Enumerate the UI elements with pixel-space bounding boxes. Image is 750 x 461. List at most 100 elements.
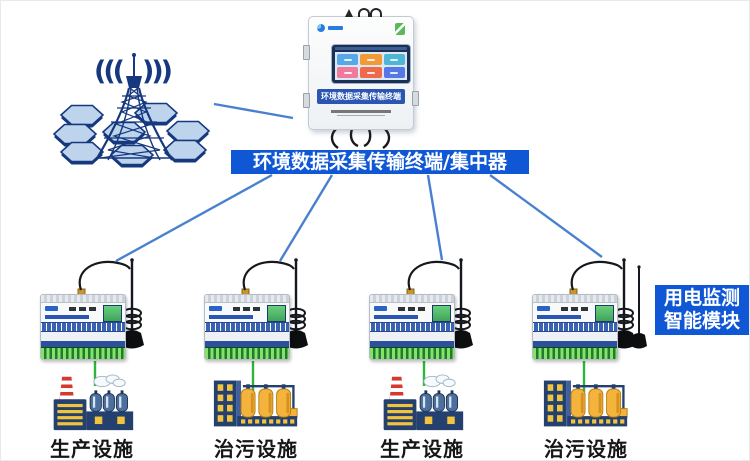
module-marking bbox=[79, 307, 86, 311]
module-label-band bbox=[205, 341, 289, 347]
screen-tile-grid bbox=[335, 52, 407, 80]
company-text-placeholder bbox=[337, 114, 385, 116]
facility-production-2: 生产设施 bbox=[368, 374, 476, 461]
power-module-4 bbox=[532, 256, 648, 360]
logo-text-placeholder bbox=[328, 26, 343, 30]
module-to-facility-lines bbox=[93, 361, 586, 392]
module-label-band bbox=[533, 341, 617, 347]
module-label-band bbox=[41, 341, 125, 347]
mount-bracket bbox=[412, 91, 419, 106]
module-mid-band bbox=[370, 332, 454, 341]
antenna-icon bbox=[406, 258, 473, 349]
signal-tower: ((( ))) bbox=[50, 40, 222, 172]
module-face bbox=[41, 303, 125, 322]
module-mid-band bbox=[205, 332, 289, 341]
module-face bbox=[205, 303, 289, 322]
module-marking bbox=[561, 307, 568, 311]
treatment-plant-icon bbox=[213, 380, 298, 427]
side-label: 用电监测 智能模块 bbox=[655, 285, 749, 335]
label-to-module-lines bbox=[115, 173, 603, 263]
device-cables bbox=[330, 128, 391, 149]
company-text-placeholder bbox=[331, 110, 391, 113]
module-body bbox=[204, 294, 290, 360]
power-module-3 bbox=[369, 256, 485, 360]
module-marking bbox=[89, 307, 96, 311]
factory-icon bbox=[53, 374, 134, 431]
module-label-band bbox=[370, 341, 454, 347]
screen-statusbar bbox=[335, 47, 407, 50]
module-screen bbox=[267, 305, 286, 322]
module-ridge bbox=[205, 295, 289, 303]
module-logo bbox=[537, 306, 550, 311]
brand-logo bbox=[317, 24, 343, 32]
antenna-stub-icon bbox=[358, 8, 370, 17]
module-face bbox=[370, 303, 454, 322]
module-indicator-row bbox=[41, 322, 125, 332]
module-indicator-row bbox=[370, 322, 454, 332]
module-marking bbox=[233, 307, 240, 311]
second-antenna-icon bbox=[631, 265, 647, 349]
module-mid-band bbox=[41, 332, 125, 341]
module-marking bbox=[571, 307, 578, 311]
module-text-placeholder bbox=[374, 315, 418, 319]
module-mid-band bbox=[533, 332, 617, 341]
antenna-icon bbox=[569, 258, 647, 349]
side-label-line2: 智能模块 bbox=[663, 310, 740, 332]
module-ridge bbox=[370, 295, 454, 303]
module-body bbox=[369, 294, 455, 360]
module-screen bbox=[432, 305, 451, 322]
svg-text:(((: ((( bbox=[94, 56, 124, 87]
module-terminal-strip bbox=[41, 347, 125, 359]
module-logo bbox=[45, 306, 58, 311]
module-marking bbox=[69, 307, 76, 311]
screen-tile bbox=[383, 54, 405, 65]
module-terminal-strip bbox=[205, 347, 289, 359]
facility-label: 生产设施 bbox=[50, 437, 134, 461]
module-screen bbox=[103, 305, 122, 322]
module-body bbox=[532, 294, 618, 360]
antenna-icon bbox=[241, 258, 308, 349]
power-module-1 bbox=[40, 256, 156, 360]
antenna-icon bbox=[77, 258, 144, 349]
facility-treatment-2: 治污设施 bbox=[532, 374, 640, 461]
module-marking bbox=[581, 307, 588, 311]
module-terminal-strip bbox=[533, 347, 617, 359]
factory-icon bbox=[383, 374, 464, 431]
module-indicator-row bbox=[205, 322, 289, 332]
screen-tile bbox=[360, 67, 382, 78]
svg-text:))): ))) bbox=[142, 56, 172, 87]
facility-label: 生产设施 bbox=[380, 437, 464, 461]
antenna-stub-icon bbox=[345, 9, 353, 17]
module-marking bbox=[253, 307, 260, 311]
module-marking bbox=[418, 307, 425, 311]
module-screen bbox=[595, 305, 614, 322]
roof-tanks-icon bbox=[89, 390, 129, 412]
module-logo bbox=[374, 306, 387, 311]
module-text-placeholder bbox=[537, 315, 581, 319]
antenna-stub-icon bbox=[370, 8, 382, 17]
screen-tile bbox=[383, 67, 405, 78]
treatment-plant-icon bbox=[543, 380, 628, 427]
logo-dot-icon bbox=[317, 24, 325, 32]
module-text-placeholder bbox=[45, 315, 89, 319]
mount-bracket bbox=[303, 93, 310, 108]
facility-production-1: 生产设施 bbox=[38, 374, 146, 461]
facility-label: 治污设施 bbox=[544, 437, 628, 461]
screen-tile bbox=[360, 54, 382, 65]
center-label: 环境数据采集传输终端/集中器 bbox=[231, 150, 529, 174]
facility-treatment-1: 治污设施 bbox=[202, 374, 310, 461]
mount-bracket bbox=[303, 45, 310, 60]
module-marking bbox=[243, 307, 250, 311]
wireless-link-line bbox=[213, 102, 294, 120]
side-label-line1: 用电监测 bbox=[663, 287, 740, 309]
tanks-icon bbox=[570, 384, 622, 418]
collector-device: 环境数据采集传输终端 bbox=[303, 8, 419, 130]
screen-tile bbox=[337, 54, 359, 65]
module-ridge bbox=[41, 295, 125, 303]
module-face bbox=[533, 303, 617, 322]
roof-tanks-icon bbox=[419, 390, 459, 412]
screen-tile bbox=[337, 67, 359, 78]
cert-badge-icon bbox=[395, 23, 405, 35]
module-marking bbox=[408, 307, 415, 311]
